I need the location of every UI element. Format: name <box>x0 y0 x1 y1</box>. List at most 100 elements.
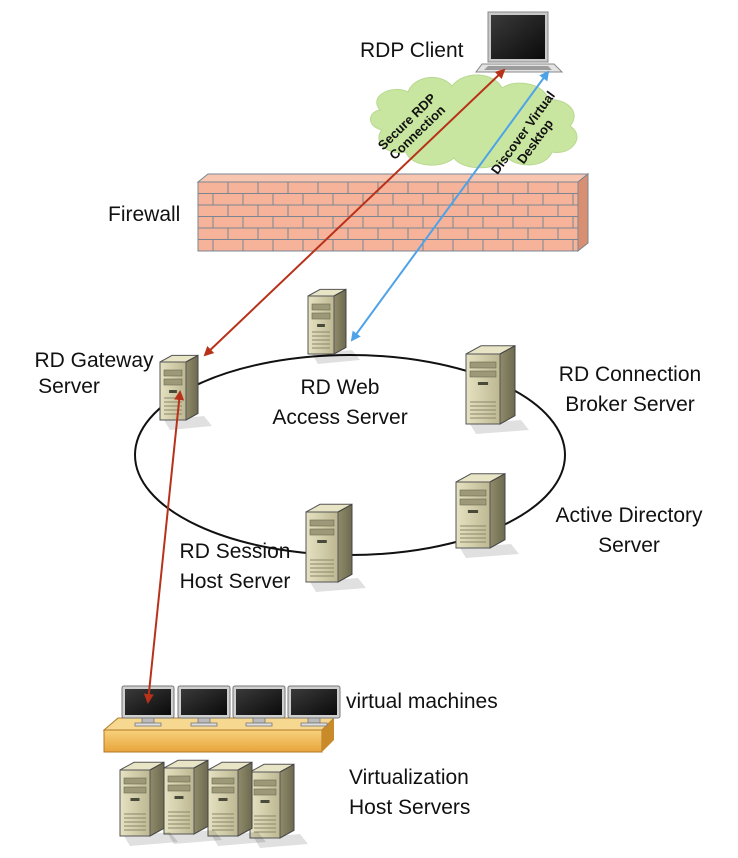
brick <box>467 227 499 240</box>
brick <box>212 216 244 229</box>
brick <box>362 239 394 252</box>
rd-session-line-1: RD Session <box>179 540 291 563</box>
brick <box>272 239 304 252</box>
rd-connection-broker-line-2: Broker Server <box>565 393 695 416</box>
rd-session-host-label: RD Session Host Server <box>160 539 310 595</box>
brick <box>392 193 424 206</box>
rd-connection-broker-server-icon <box>465 344 529 434</box>
active-directory-line-1: Active Directory <box>555 504 703 527</box>
brick <box>242 216 274 229</box>
brick <box>527 181 559 194</box>
brick <box>197 204 229 217</box>
brick <box>257 227 289 240</box>
brick <box>482 216 514 229</box>
virtualization-host-server-icon <box>249 763 308 848</box>
firewall-label: Firewall <box>108 203 181 226</box>
brick <box>512 193 544 206</box>
virtualization-platform <box>102 717 336 753</box>
brick <box>197 193 214 206</box>
brick <box>467 204 499 217</box>
brick <box>377 204 409 217</box>
brick <box>407 204 439 217</box>
virtualization-line-2: Host Servers <box>349 796 471 819</box>
laptop-icon <box>475 11 564 73</box>
brick <box>197 216 214 229</box>
brick <box>437 227 469 240</box>
brick <box>257 181 289 194</box>
rd-connection-broker-line-1: RD Connection <box>558 363 702 386</box>
brick <box>527 204 559 217</box>
brick <box>347 227 379 240</box>
brick <box>392 216 424 229</box>
brick <box>317 204 349 217</box>
brick <box>332 239 364 252</box>
brick <box>287 204 319 217</box>
rd-gateway-label: RD Gateway Server <box>14 348 174 400</box>
brick <box>542 239 574 252</box>
discover-desktop-arrow <box>350 70 550 342</box>
rdp-client-label: RDP Client <box>360 39 464 62</box>
brick <box>332 193 364 206</box>
monitor-icon <box>232 685 286 727</box>
rd-gateway-line-1: RD Gateway <box>34 349 154 372</box>
brick <box>377 181 409 194</box>
brick <box>362 216 394 229</box>
brick <box>572 216 579 229</box>
brick <box>557 227 579 240</box>
rd-session-line-2: Host Server <box>179 570 291 593</box>
brick <box>452 239 484 252</box>
gateway-vm-arrow <box>143 390 185 704</box>
rd-web-label: RD Web Access Server <box>255 375 425 431</box>
brick <box>482 239 514 252</box>
brick <box>212 239 244 252</box>
brick <box>302 216 334 229</box>
brick <box>422 193 454 206</box>
brick <box>572 193 579 206</box>
brick <box>497 227 529 240</box>
brick <box>557 204 579 217</box>
rd-connection-broker-label: RD Connection Broker Server <box>540 362 720 418</box>
virtualization-line-1: Virtualization <box>349 766 469 789</box>
brick <box>227 227 259 240</box>
brick <box>197 227 229 240</box>
virtualization-host-server-icon <box>207 761 266 846</box>
brick <box>257 204 289 217</box>
active-directory-line-2: Server <box>598 534 660 557</box>
brick <box>272 216 304 229</box>
brick <box>542 216 574 229</box>
brick <box>572 239 579 252</box>
brick <box>512 216 544 229</box>
brick <box>452 216 484 229</box>
brick <box>302 193 334 206</box>
brick <box>377 227 409 240</box>
brick <box>212 193 244 206</box>
brick <box>527 227 559 240</box>
monitor-icon <box>287 685 341 727</box>
virtualization-host-label: Virtualization Host Servers <box>349 765 470 821</box>
rd-web-line-2: Access Server <box>272 406 408 429</box>
brick <box>197 181 229 194</box>
virtual-machines-label: virtual machines <box>346 690 498 713</box>
brick <box>347 181 379 194</box>
brick <box>422 239 454 252</box>
monitor-icon <box>177 685 231 727</box>
rd-web-access-server-icon <box>307 288 360 364</box>
brick <box>272 193 304 206</box>
brick <box>542 193 574 206</box>
brick <box>317 181 349 194</box>
active-directory-label: Active Directory Server <box>534 503 724 559</box>
brick <box>287 181 319 194</box>
brick <box>197 239 214 252</box>
brick <box>557 181 579 194</box>
brick-wall-icon <box>196 172 590 253</box>
brick <box>227 204 259 217</box>
brick <box>302 239 334 252</box>
rd-web-line-1: RD Web <box>300 376 380 399</box>
rd-session-host-server-icon <box>305 503 366 592</box>
brick <box>242 239 274 252</box>
brick <box>287 227 319 240</box>
brick <box>227 181 259 194</box>
virtualization-host-server-icon <box>119 761 178 846</box>
